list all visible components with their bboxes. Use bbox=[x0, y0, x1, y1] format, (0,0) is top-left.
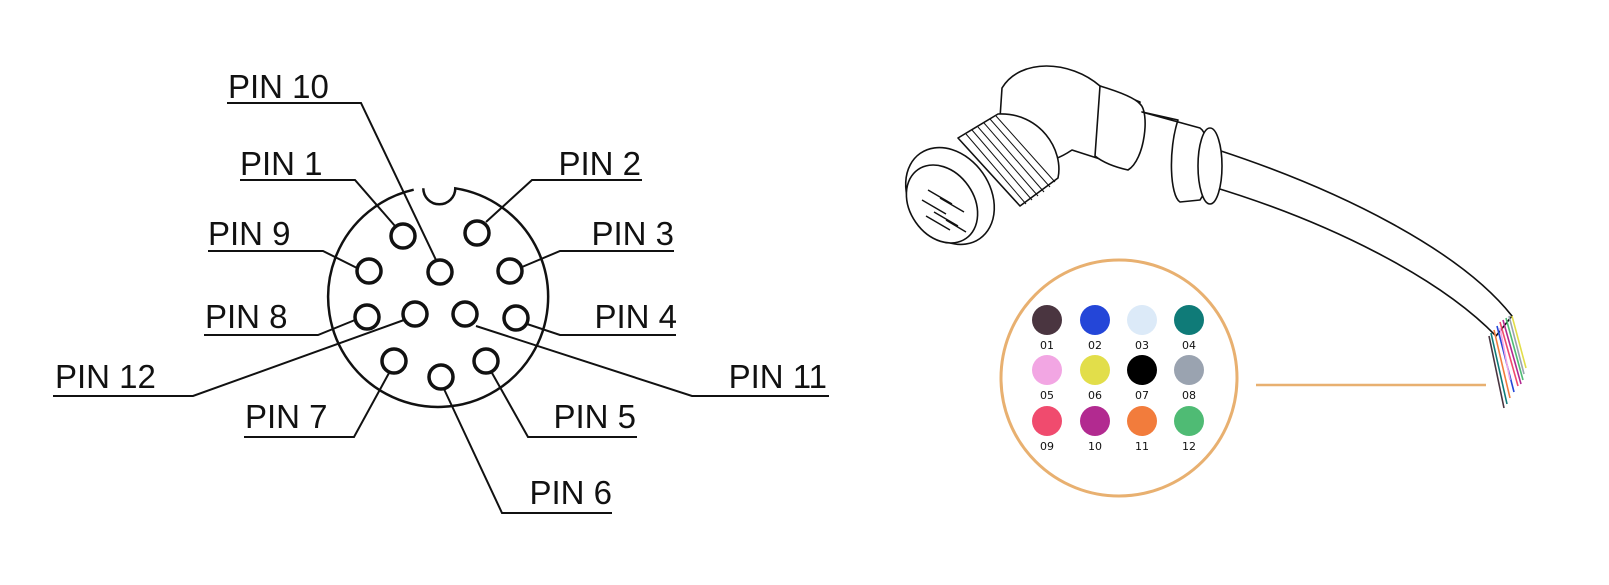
pin-label-6: PIN 6 bbox=[529, 474, 612, 511]
pin-hole-4 bbox=[502, 304, 530, 332]
leader-lines bbox=[53, 102, 829, 514]
wire-color-legend: 01 02 03 04 05 06 07 08 09 10 11 12 bbox=[1032, 305, 1204, 453]
leader-pin3 bbox=[521, 250, 674, 268]
pin-hole-5 bbox=[472, 347, 500, 375]
wire-swatch-label-09: 09 bbox=[1040, 440, 1054, 453]
leader-pin12 bbox=[53, 319, 405, 397]
wire-swatch-03 bbox=[1127, 305, 1157, 335]
pin-label-1: PIN 1 bbox=[240, 145, 323, 182]
pin-label-2: PIN 2 bbox=[558, 145, 641, 182]
key-notch bbox=[414, 188, 424, 189]
wire-swatch-04 bbox=[1174, 305, 1204, 335]
leader-pin11 bbox=[475, 325, 829, 397]
wire-swatch-label-02: 02 bbox=[1088, 339, 1102, 352]
wire-swatch-label-05: 05 bbox=[1040, 389, 1054, 402]
strain-relief bbox=[1094, 85, 1146, 171]
wire-swatch-10 bbox=[1080, 406, 1110, 436]
knurling bbox=[965, 115, 1056, 205]
cable-collar bbox=[1197, 127, 1223, 205]
pin-hole-6 bbox=[427, 363, 455, 391]
wire-swatch-label-01: 01 bbox=[1040, 339, 1054, 352]
leader-pin2 bbox=[485, 179, 642, 223]
leader-pin4 bbox=[526, 323, 676, 336]
wire-swatch-label-03: 03 bbox=[1135, 339, 1149, 352]
leader-pin5 bbox=[491, 372, 637, 438]
pin-hole-11 bbox=[451, 300, 479, 328]
pin-label-3: PIN 3 bbox=[591, 215, 674, 252]
pin-hole-1 bbox=[389, 222, 417, 250]
pin-label-7: PIN 7 bbox=[245, 398, 328, 435]
wire-swatch-11 bbox=[1127, 406, 1157, 436]
wire-swatch-09 bbox=[1032, 406, 1062, 436]
pin-hole-3 bbox=[496, 257, 524, 285]
wire-swatch-label-06: 06 bbox=[1088, 389, 1102, 402]
wire-swatch-label-12: 12 bbox=[1182, 440, 1196, 453]
pin-hole-7 bbox=[380, 347, 408, 375]
pin-holes bbox=[353, 219, 530, 391]
pin-hole-8 bbox=[353, 303, 381, 331]
wire-ends bbox=[1488, 315, 1527, 409]
wire-swatch-06 bbox=[1080, 355, 1110, 385]
connector-contacts bbox=[921, 189, 967, 233]
wire-swatch-label-11: 11 bbox=[1135, 440, 1149, 453]
wire-swatch-01 bbox=[1032, 305, 1062, 335]
leader-pin8 bbox=[204, 319, 356, 336]
leader-pin9 bbox=[208, 250, 358, 269]
wire-swatch-07 bbox=[1127, 355, 1157, 385]
leader-pin6 bbox=[443, 388, 612, 514]
pin-label-4: PIN 4 bbox=[594, 298, 677, 335]
wire-swatch-label-10: 10 bbox=[1088, 440, 1102, 453]
pin-hole-9 bbox=[355, 257, 383, 285]
pin-hole-12 bbox=[401, 300, 429, 328]
connector-face bbox=[326, 186, 550, 409]
wire-swatch-label-07: 07 bbox=[1135, 389, 1149, 402]
pin-label-12: PIN 12 bbox=[55, 358, 156, 395]
wire-swatch-label-08: 08 bbox=[1182, 389, 1196, 402]
wire-swatch-05 bbox=[1032, 355, 1062, 385]
pin-label-8: PIN 8 bbox=[205, 298, 288, 335]
pin-label-5: PIN 5 bbox=[553, 398, 636, 435]
wire-swatch-12 bbox=[1174, 406, 1204, 436]
leader-pin7 bbox=[244, 372, 390, 438]
leader-pin10 bbox=[227, 102, 437, 261]
wire-swatch-02 bbox=[1080, 305, 1110, 335]
cable-sheath bbox=[1209, 149, 1513, 337]
pin-label-11: PIN 11 bbox=[729, 358, 827, 395]
connector-outline bbox=[326, 186, 550, 409]
pin-labels: PIN 10 PIN 1 PIN 2 PIN 9 PIN 3 PIN 8 PIN… bbox=[55, 68, 827, 511]
pin-hole-2 bbox=[463, 219, 491, 247]
pin-hole-10 bbox=[426, 258, 454, 286]
wire-swatch-08 bbox=[1174, 355, 1204, 385]
pin-label-9: PIN 9 bbox=[208, 215, 291, 252]
connector-inner bbox=[905, 164, 979, 244]
leader-pin1 bbox=[240, 179, 396, 227]
cable-illustration bbox=[904, 65, 1513, 337]
coupling-nut bbox=[957, 113, 1060, 207]
pin-label-10: PIN 10 bbox=[228, 68, 329, 105]
wire-swatch-label-04: 04 bbox=[1182, 339, 1196, 352]
